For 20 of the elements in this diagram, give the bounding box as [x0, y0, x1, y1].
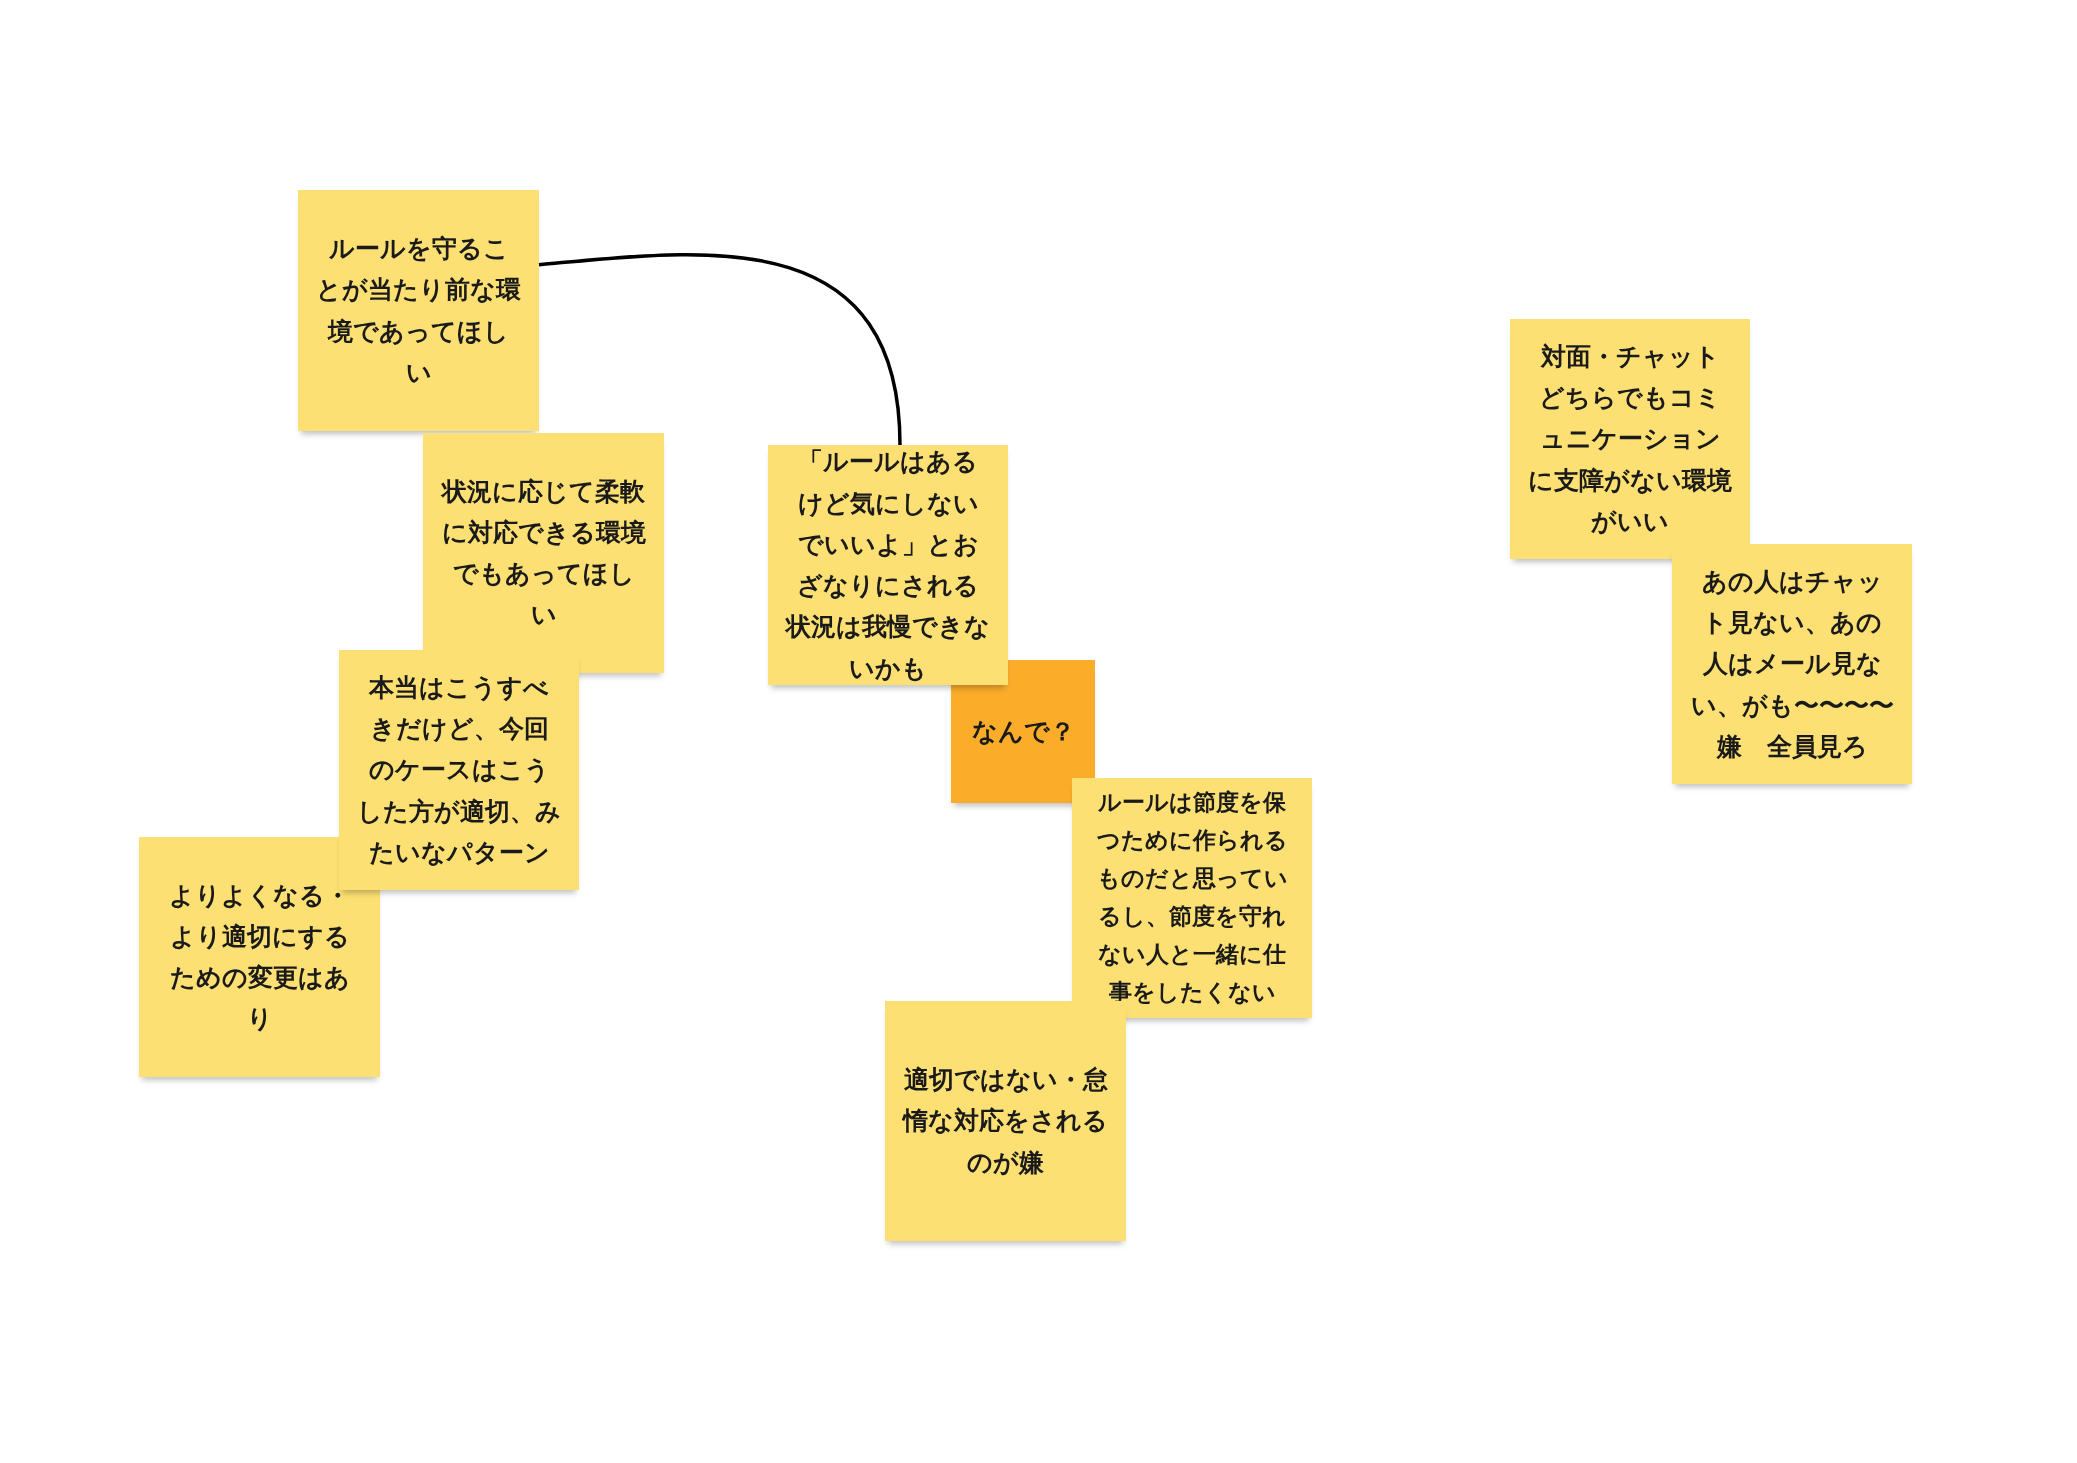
sticky-note [1510, 319, 1750, 559]
note-text: なんで？ [971, 715, 1075, 748]
note-text: ルールは節度を保つために作られるものだと思っているし、節度を守れない人と一緒に仕事をしたくない [1095, 788, 1289, 1007]
note-text: あの人はチャット見ない、あの人はメール見ない、がも〜〜〜〜嫌 全員見ろ [1690, 565, 1894, 763]
note-text: 対面・チャットどちらでもコミュニケーションに支障がない環境がいい [1528, 340, 1732, 538]
question-sticky-note [951, 660, 1095, 803]
note-text: ルールを守ることが当たり前な環境であってほしい [316, 233, 521, 389]
sticky-note [768, 445, 1008, 685]
sticky-note [423, 433, 664, 673]
note-text: 「ルールはあるけど気にしないでいいよ」とおざなりにされる状況は我慢できないかも [786, 446, 990, 685]
sticky-note [298, 190, 539, 431]
sticky-note [339, 650, 579, 890]
sticky-note [1072, 778, 1312, 1018]
sticky-note [885, 1001, 1126, 1241]
note-text: 本当はこうすべきだけど、今回のケースはこうした方が適切、みたいなパターン [357, 671, 561, 869]
connector-line [538, 253, 902, 446]
note-text: 状況に応じて柔軟に対応できる環境でもあってほしい [441, 475, 646, 632]
note-text: よりよくなる・より適切にするための変更はあり [168, 879, 351, 1036]
note-text: 適切ではない・怠惰な対応をされるのが嫌 [903, 1064, 1108, 1179]
sticky-note [1672, 544, 1912, 784]
